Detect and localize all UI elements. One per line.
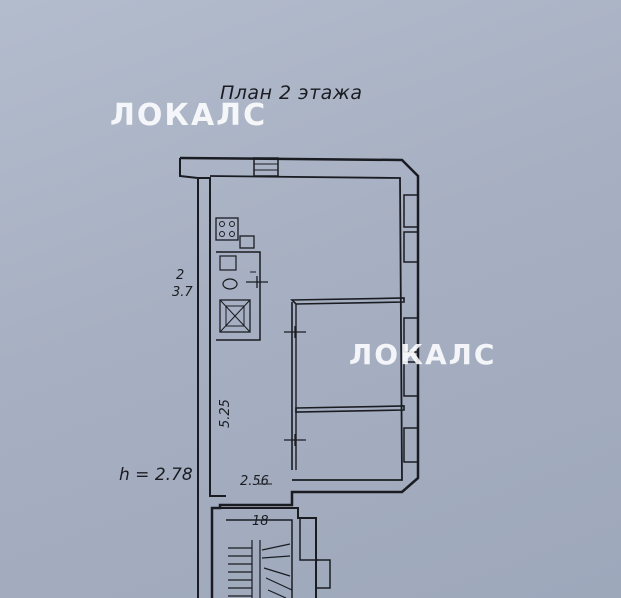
bathroom-wall bbox=[216, 251, 261, 341]
room-area-label: 3.7 bbox=[172, 285, 193, 300]
shower-tray bbox=[219, 299, 251, 333]
ceiling-height-label: h = 2.78 bbox=[119, 465, 193, 485]
plan-title: План 2 этажа bbox=[220, 82, 363, 104]
room-number-label: 2 bbox=[176, 268, 185, 283]
partition-lower bbox=[295, 405, 405, 413]
room-marker-3 bbox=[284, 434, 306, 446]
toilet bbox=[222, 278, 238, 290]
room-marker-1 bbox=[246, 276, 268, 288]
corridor-window bbox=[315, 559, 331, 589]
right-window-5 bbox=[403, 427, 419, 463]
right-window-2 bbox=[403, 231, 419, 263]
watermark-middle: ЛОКАЛС bbox=[349, 338, 497, 371]
right-window-4 bbox=[403, 361, 419, 397]
partition-upper bbox=[290, 297, 405, 470]
washbasin bbox=[219, 255, 237, 271]
stove bbox=[215, 217, 239, 241]
vertical-dimension-label: 5.25 bbox=[218, 399, 233, 428]
sink bbox=[239, 235, 255, 249]
left-thin-wall bbox=[179, 158, 199, 598]
staircase bbox=[228, 540, 293, 598]
room-marker-2 bbox=[284, 326, 306, 338]
top-window bbox=[253, 157, 279, 177]
outer-wall-inner bbox=[198, 177, 226, 497]
corridor-walls bbox=[220, 507, 317, 598]
right-window-1 bbox=[403, 194, 419, 228]
outer-wall bbox=[179, 156, 420, 598]
inner-wall-line bbox=[209, 175, 403, 481]
right-window-3 bbox=[403, 317, 419, 353]
stair-number-label: 18 bbox=[252, 514, 269, 529]
watermark-top: ЛОКАЛС bbox=[110, 98, 268, 133]
horizontal-dimension-label: 2.56 bbox=[240, 474, 269, 489]
